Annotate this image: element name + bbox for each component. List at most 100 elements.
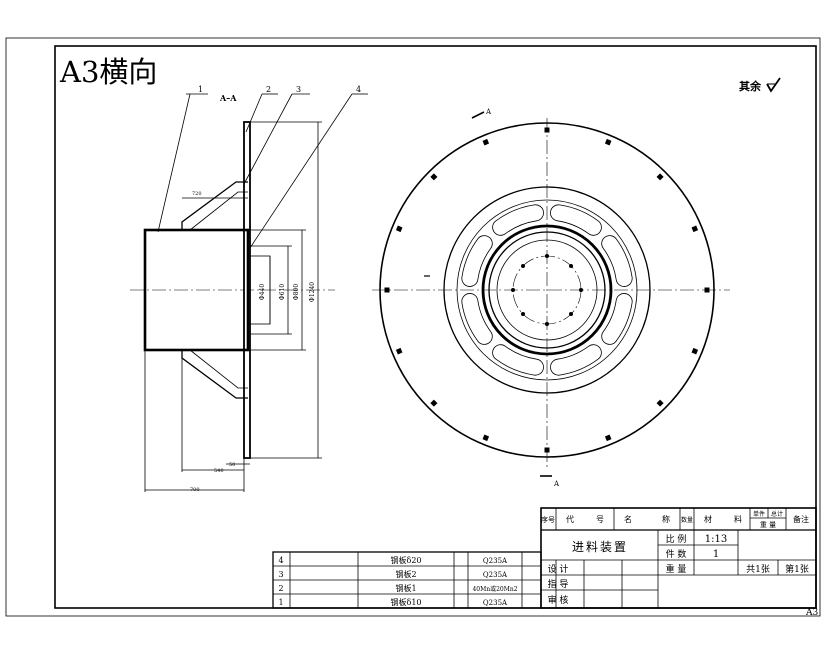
balloon-3: 3 xyxy=(243,85,310,185)
roughness-symbol-icon xyxy=(766,77,781,93)
svg-text:1: 1 xyxy=(278,598,283,607)
hub-outer-circle xyxy=(481,224,613,356)
kidney-slot xyxy=(492,204,544,236)
stiffener-bottom xyxy=(181,349,248,399)
kidney-slot xyxy=(550,204,602,236)
balloon-2: 2 xyxy=(245,85,278,133)
scale-value: 1:13 xyxy=(705,534,727,545)
hdr-name-2: 称 xyxy=(662,514,670,524)
dim-bottom-inner: 540 xyxy=(214,468,224,474)
hdr-material-2: 料 xyxy=(734,514,742,524)
stiffener-top xyxy=(181,181,248,231)
rim-hole xyxy=(691,225,699,233)
bottom-dimensions xyxy=(144,350,250,492)
hdr-name-1: 名 xyxy=(624,514,632,524)
kidney-slot xyxy=(461,293,493,345)
rim-hole xyxy=(656,173,664,181)
rim-hole xyxy=(691,347,699,355)
bolt-hole xyxy=(579,288,583,292)
dim-v2: Φ610 xyxy=(279,284,286,301)
sheets-total: 共1张 xyxy=(746,564,770,575)
svg-text:40Mn或20Mn2: 40Mn或20Mn2 xyxy=(472,585,517,593)
rim-hole xyxy=(430,173,438,181)
rim-holes xyxy=(384,127,710,453)
svg-text:1: 1 xyxy=(198,85,203,94)
svg-text:2: 2 xyxy=(278,584,283,593)
svg-text:3: 3 xyxy=(296,85,301,94)
drawing-name: 进料装置 xyxy=(572,540,628,554)
drawing-frame xyxy=(54,45,817,609)
rim-hole xyxy=(704,287,710,293)
svg-text:4: 4 xyxy=(278,556,283,565)
svg-text:钢板δ10: 钢板δ10 xyxy=(391,597,422,607)
vertical-dimensions xyxy=(250,121,322,459)
hdr-seq: 序号 xyxy=(541,515,555,524)
rim-hole xyxy=(395,347,403,355)
parts-row-1: 4 钢板δ20 Q235A xyxy=(278,555,508,565)
guide-label: 指 导 xyxy=(548,578,569,590)
parts-row-4: 1 钢板δ10 Q235A xyxy=(278,597,508,607)
svg-text:A: A xyxy=(485,108,492,116)
bolt-hole xyxy=(545,254,549,258)
front-section-view: Φ440 Φ610 Φ800 Φ1240 720 50 540 700 A–A … xyxy=(130,85,368,493)
side-view: A A xyxy=(372,108,730,488)
section-label: A–A xyxy=(219,93,237,103)
cut-mark-bottom: A xyxy=(540,475,560,488)
hdr-total: 总计 xyxy=(771,510,783,518)
svg-text:Q235A: Q235A xyxy=(483,557,508,565)
bolt-hole xyxy=(521,264,525,268)
kidney-slot xyxy=(461,235,493,287)
kidney-slots xyxy=(461,204,633,376)
sheet-size-label: A3横向 xyxy=(59,55,157,89)
rim-hole xyxy=(482,434,490,442)
weight-label: 重 量 xyxy=(666,563,687,575)
parts-row-2: 3 钢板2 Q235A xyxy=(278,569,508,579)
review-label: 审 核 xyxy=(548,594,569,606)
kidney-slot xyxy=(550,344,602,376)
svg-text:钢板δ20: 钢板δ20 xyxy=(391,555,422,565)
rim-hole xyxy=(604,434,612,442)
parts-row-3: 2 钢板1 40Mn或20Mn2 xyxy=(278,583,517,593)
balloon-1: 1 xyxy=(157,85,208,233)
hdr-unit: 单件 xyxy=(753,510,765,518)
dim-bottom-outer: 700 xyxy=(190,487,200,493)
qty-label: 件 数 xyxy=(666,548,687,560)
hub-inner-circle xyxy=(488,231,606,349)
rim-hole xyxy=(430,399,438,407)
bolt-hole xyxy=(521,312,525,316)
rim-hole xyxy=(604,138,612,146)
outer-border xyxy=(5,37,821,617)
hdr-code-2: 号 xyxy=(596,515,604,524)
scale-label: 比 例 xyxy=(666,533,687,545)
hdr-qty: 数量 xyxy=(681,516,693,524)
dim-v1: Φ440 xyxy=(259,284,266,301)
title-block xyxy=(540,507,817,609)
parts-list xyxy=(272,551,542,609)
svg-text:Q235A: Q235A xyxy=(483,571,508,579)
bolt-hole xyxy=(545,322,549,326)
svg-text:3: 3 xyxy=(278,570,283,579)
rim-hole xyxy=(395,225,403,233)
qty-value: 1 xyxy=(713,549,719,560)
outer-disk-circle xyxy=(379,122,715,458)
design-label: 设 计 xyxy=(548,563,569,575)
dim-v3: Φ800 xyxy=(293,284,300,301)
slot-outer-circle xyxy=(456,199,638,381)
svg-text:钢板1: 钢板1 xyxy=(395,583,416,593)
rim-hole xyxy=(544,127,550,133)
mid-ring-circle xyxy=(443,186,651,394)
sheet-corner-code: A3 xyxy=(805,608,818,618)
hdr-remarks: 备注 xyxy=(793,514,809,524)
cut-mark-top: A xyxy=(471,108,492,119)
kidney-slot xyxy=(492,344,544,376)
dim-flange-thickness: 50 xyxy=(229,462,235,468)
bolt-hole xyxy=(569,312,573,316)
kidney-slot xyxy=(601,293,633,345)
kidney-slot xyxy=(601,235,633,287)
rim-hole xyxy=(482,138,490,146)
bore-circle xyxy=(496,239,598,341)
bolt-hole xyxy=(569,264,573,268)
balloon-4: 4 xyxy=(249,85,368,249)
svg-text:A: A xyxy=(553,480,560,488)
svg-text:4: 4 xyxy=(356,85,361,94)
